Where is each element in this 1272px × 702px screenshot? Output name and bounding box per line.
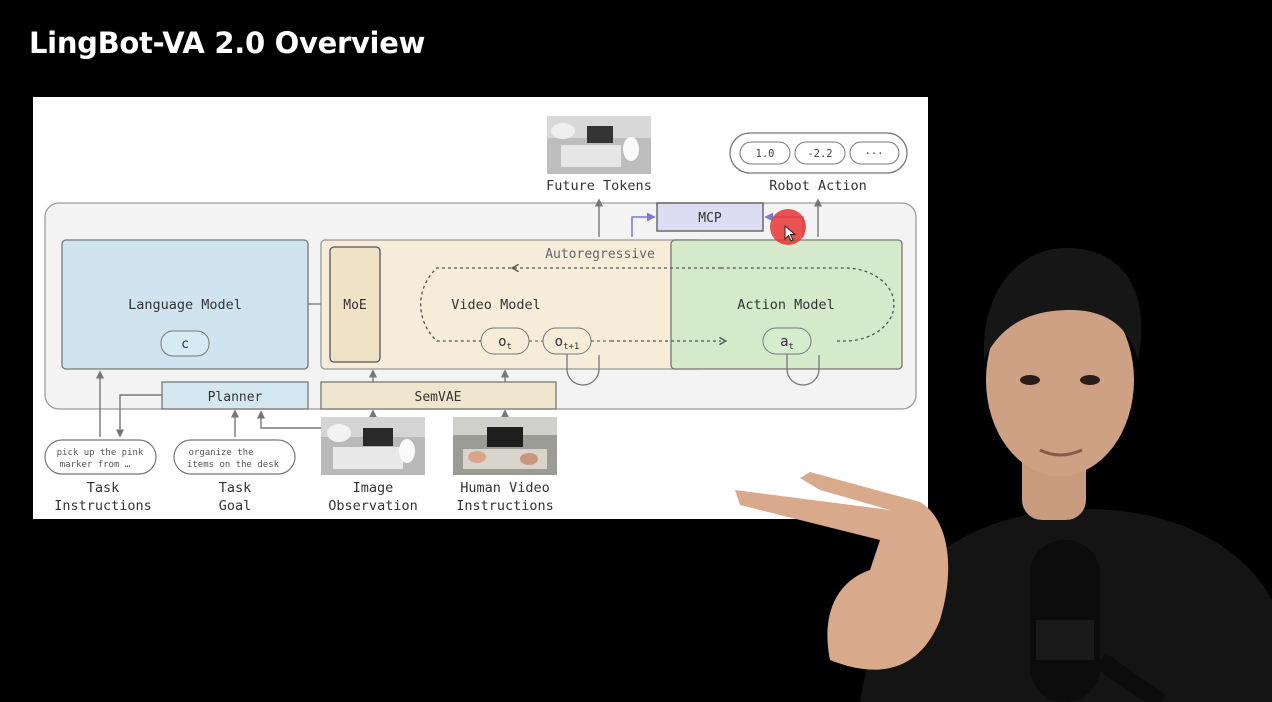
task-instructions-label-1: Task <box>87 480 120 496</box>
planner-label: Planner <box>208 390 263 405</box>
cursor-highlight <box>770 209 806 245</box>
moe-label: MoE <box>343 298 366 313</box>
moe-block <box>329 246 381 363</box>
task-goal-label-1: Task <box>219 480 252 496</box>
task-goal-label-2: Goal <box>219 498 252 514</box>
action-value-3: ··· <box>865 148 884 160</box>
token-at-subscript: t <box>789 342 794 352</box>
pointer-cursor-icon <box>784 225 797 242</box>
task-instructions-bubble <box>44 439 157 475</box>
mcp-label: MCP <box>698 211 722 226</box>
planner-block <box>161 381 309 410</box>
robot-action-values: 1.0 -2.2 ··· <box>729 132 908 174</box>
action-model-label: Action Model <box>737 297 835 313</box>
token-ot-label: o <box>498 334 506 350</box>
autoregressive-loop <box>420 267 895 342</box>
token-ot-subscript: t <box>507 342 512 352</box>
microphone-icon <box>1030 540 1166 702</box>
future-tokens-thumbnail <box>547 116 651 174</box>
semvae-label: SemVAE <box>415 390 462 405</box>
token-at-label: a <box>780 334 788 350</box>
token-ot1-subscript: t+1 <box>563 342 579 352</box>
presenter-hand <box>735 472 949 670</box>
task-goal-bubble <box>173 439 296 475</box>
autoregressive-label: Autoregressive <box>545 247 655 262</box>
presenter-webcam <box>735 247 1272 702</box>
image-observation-label-1: Image <box>353 480 394 496</box>
language-token-c <box>160 330 210 357</box>
task-instructions-text-1: pick up the pink <box>57 448 144 458</box>
future-tokens-label: Future Tokens <box>546 178 652 194</box>
image-observation-thumbnail <box>321 417 425 475</box>
svg-text:at: at <box>780 334 794 352</box>
task-goal-text-1: organize the <box>188 448 253 458</box>
human-video-label-1: Human Video <box>460 480 549 496</box>
slide-title: LingBot-VA 2.0 Overview <box>29 26 426 60</box>
presenter-figure <box>860 247 1272 702</box>
language-token-c-label: c <box>181 337 189 352</box>
video-model-label: Video Model <box>451 297 540 313</box>
image-observation-label-2: Observation <box>328 498 417 514</box>
language-model-label: Language Model <box>128 297 242 313</box>
action-value-2: -2.2 <box>807 148 832 160</box>
task-goal-text-2: items on the desk <box>187 460 280 470</box>
task-instructions-text-2: marker from … <box>60 460 131 470</box>
action-value-1: 1.0 <box>756 148 775 160</box>
human-video-thumbnail <box>453 417 557 475</box>
token-ot1-label: o <box>555 334 563 350</box>
svg-text:ot+1: ot+1 <box>555 334 580 352</box>
semvae-block <box>320 381 557 410</box>
svg-text:ot: ot <box>498 334 512 352</box>
robot-action-label: Robot Action <box>769 178 867 194</box>
mcp-box <box>656 202 764 232</box>
task-instructions-label-2: Instructions <box>54 498 152 514</box>
architecture-diagram: Future Tokens 1.0 -2.2 ··· Robot Action … <box>33 97 928 519</box>
human-video-label-2: Instructions <box>456 498 554 514</box>
